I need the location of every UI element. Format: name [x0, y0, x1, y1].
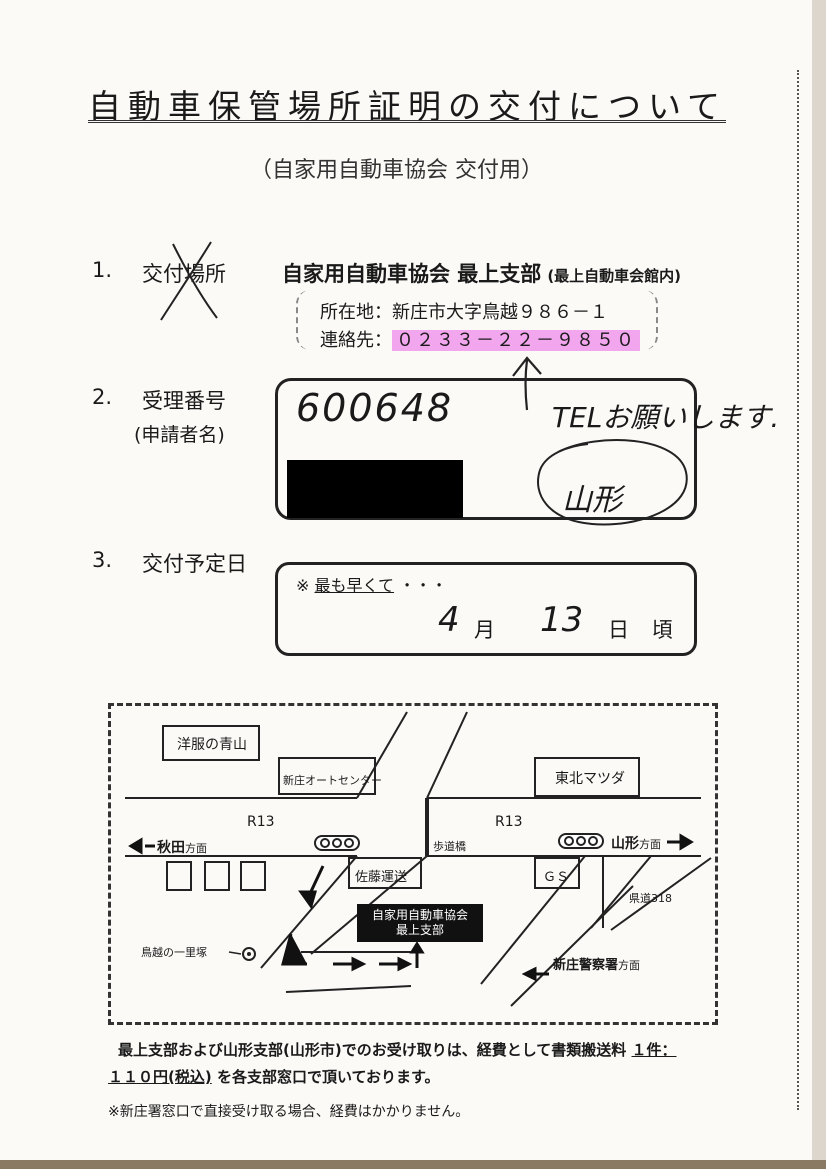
stamp-yamagata: 山形 — [562, 483, 622, 518]
map-label-yamagata: 山形方面 — [611, 836, 661, 852]
page-title: 自動車保管場所証明の交付について — [88, 87, 728, 126]
map-label-prefroad: 県道318 — [629, 892, 672, 905]
section3-number: 3. — [92, 548, 113, 572]
map-label-gs: ＧＳ — [543, 870, 570, 885]
map-label-footbridge: 歩道橋 — [433, 840, 466, 853]
map-label-sato: 佐藤運送 — [355, 870, 408, 885]
section2-label-sub: (申請者名) — [134, 424, 225, 446]
footer-note: ※新庄署窓口で直接受け取る場合、経費はかかりません。 — [108, 1104, 470, 1120]
delivery-day: 13 — [540, 600, 584, 640]
bottom-edge — [0, 1160, 826, 1169]
page-subtitle: （自家用自動車協会 交付用） — [250, 158, 543, 183]
perforation-line — [797, 70, 803, 1110]
receipt-number: 600648 — [296, 386, 454, 430]
section3-label: 交付予定日 — [142, 552, 247, 576]
redacted-applicant-name — [287, 460, 463, 518]
footer-fee-line1: 最上支部および山形支部(山形市)でのお受け取りは、経費として書類搬送料 １件： — [118, 1041, 677, 1059]
handwritten-circle — [537, 439, 688, 526]
map-label-r13-right: R13 — [495, 814, 523, 830]
section2-label: 受理番号 — [142, 389, 226, 413]
map-label-r13-left: R13 — [247, 814, 275, 830]
address-bracket — [296, 290, 658, 350]
map-label-mazda: 東北マツダ — [555, 771, 625, 787]
branch-note: (最上自動車会館内) — [547, 267, 682, 285]
section1-number: 1. — [92, 258, 113, 282]
title-underline — [88, 120, 726, 123]
section2-number: 2. — [92, 385, 113, 409]
map-label-autocenter: 新庄オートセンター — [283, 774, 382, 787]
map-label-akita: 秋田方面 — [157, 840, 207, 856]
day-unit: 日 頃 — [608, 618, 681, 642]
map-drawing — [125, 711, 712, 1007]
branch-contact: 連絡先：０２３３－２２－９８５０ — [320, 326, 640, 352]
document-page: 自動車保管場所証明の交付について （自家用自動車協会 交付用） 1. 交付場所 … — [0, 0, 812, 1160]
map-label-ichirizuka: 鳥越の一里塚 — [141, 946, 207, 959]
phone-number: ０２３３－２２－９８５０ — [392, 330, 640, 351]
map-label-police: 新庄警察署方面 — [553, 958, 641, 973]
branch-name: 自家用自動車協会 最上支部(最上自動車会館内) — [282, 262, 682, 286]
map-office-marker: 自家用自動車協会最上支部 — [371, 908, 468, 937]
month-unit: 月 — [474, 618, 495, 642]
delivery-date-box — [275, 562, 697, 656]
access-map: 洋服の青山 新庄オートセンター 東北マツダ R13 R13 秋田方面 山形方面 … — [108, 703, 718, 1025]
handwritten-arrow — [512, 356, 542, 411]
footer-fee-line2: １１０円(税込) を各支部窓口で頂いております。 — [108, 1068, 440, 1086]
earliest-note: ※ 最も早くて ・・・ — [296, 576, 448, 595]
receipt-box — [275, 378, 697, 520]
delivery-month: 4 — [438, 600, 460, 640]
map-label-aoyama: 洋服の青山 — [177, 737, 247, 753]
handwritten-tel-note: TELお願いします. — [552, 401, 780, 434]
cross-out-mark — [160, 241, 218, 321]
branch-address: 所在地：新庄市大字鳥越９８６－１ — [320, 302, 608, 323]
